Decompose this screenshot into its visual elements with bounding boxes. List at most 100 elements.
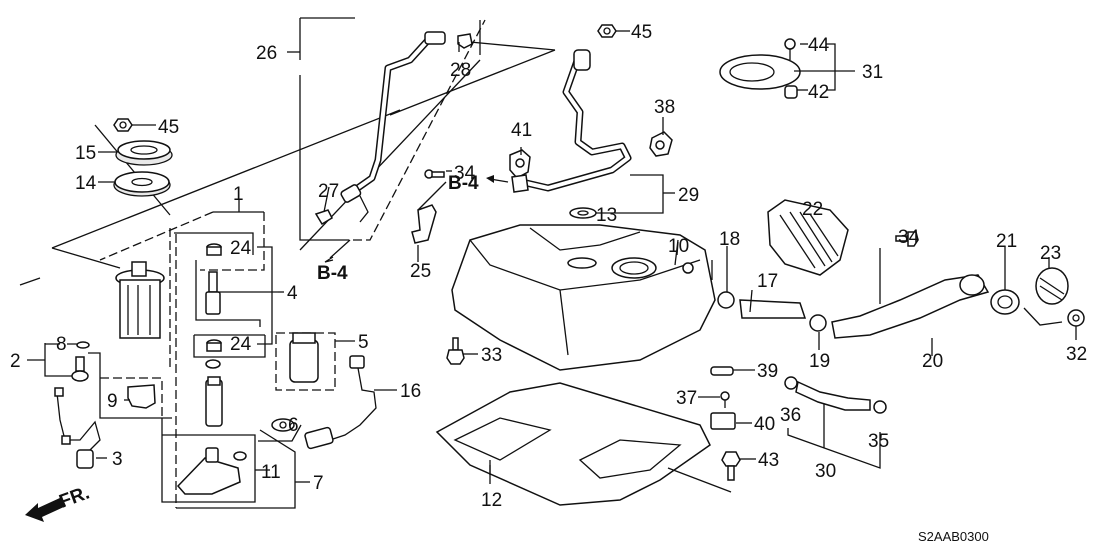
bolt-43 — [667, 451, 741, 493]
callout-16: 16 — [400, 381, 421, 402]
bolt-2 — [44, 343, 172, 419]
clamp-18 — [717, 291, 735, 309]
block-40 — [710, 412, 736, 430]
ref-b4-vent: B-4 — [448, 173, 479, 194]
callout-leaders — [27, 30, 1077, 484]
fuel-line-part — [340, 31, 446, 223]
callout-39: 39 — [757, 361, 778, 382]
callout-28: 28 — [450, 60, 471, 81]
bracket-9 — [100, 377, 163, 418]
breather-tube-30 — [784, 376, 887, 469]
bracket-25 — [411, 181, 447, 244]
gasket-21 — [990, 289, 1020, 315]
callout-labels: 26 28 45 44 31 42 45 15 14 38 41 34 27 1… — [10, 22, 1087, 544]
callout-25: 25 — [410, 261, 431, 282]
bolt-34-right — [895, 231, 919, 247]
callout-31: 31 — [862, 62, 883, 83]
seal-8 — [76, 341, 90, 349]
callout-17: 17 — [757, 271, 778, 292]
fuel-tank-10 — [451, 224, 716, 371]
callout-41: 41 — [511, 120, 532, 141]
callout-5: 5 — [358, 332, 369, 353]
clamp-41 — [509, 149, 531, 179]
callout-7: 7 — [313, 473, 324, 494]
fuel-pump-module — [115, 261, 165, 339]
callout-37: 37 — [676, 388, 697, 409]
callout-44: 44 — [808, 35, 830, 56]
screw-44 — [784, 38, 796, 60]
callout-12: 12 — [481, 490, 502, 511]
clip-38 — [649, 131, 673, 157]
callout-2: 2 — [10, 351, 21, 372]
callout-1: 1 — [233, 184, 244, 205]
callout-15: 15 — [75, 143, 96, 164]
pressure-regulator-5 — [275, 332, 355, 391]
nut-32 — [1067, 309, 1085, 327]
tank-guard-12 — [435, 382, 711, 506]
group-26-bracket — [299, 17, 486, 263]
callout-13: 13 — [596, 205, 617, 226]
callout-20: 20 — [922, 351, 943, 372]
callout-24-lower: 24 — [230, 334, 252, 355]
callout-4: 4 — [287, 283, 298, 304]
callout-45-left: 45 — [158, 117, 179, 138]
cushion-24-lower — [206, 339, 222, 352]
b4-arrow-1 — [486, 175, 509, 183]
callout-43: 43 — [758, 450, 779, 471]
callout-21: 21 — [996, 231, 1017, 252]
nut-45-top — [597, 24, 617, 38]
callout-6: 6 — [288, 415, 299, 436]
group-24-lines — [193, 246, 273, 358]
strainer-11 — [161, 418, 270, 503]
callout-9: 9 — [107, 391, 118, 412]
gasket-14 — [113, 171, 171, 197]
nut-45-left — [113, 118, 133, 132]
callout-33: 33 — [481, 345, 502, 366]
callout-26: 26 — [256, 43, 277, 64]
harness-3 — [54, 387, 101, 469]
ref-b4-line: B-4 — [317, 263, 348, 284]
callout-38: 38 — [654, 97, 675, 118]
callout-34-right: 34 — [898, 227, 920, 248]
filter-4 — [205, 271, 278, 315]
access-cover-31 — [719, 43, 855, 91]
callout-34-upper: 34 — [454, 163, 476, 184]
group-1-bracket — [99, 200, 265, 508]
clip-42 — [784, 85, 798, 99]
callout-11: 11 — [261, 462, 281, 483]
fuel-pump-motor — [205, 359, 223, 427]
clamp-19 — [809, 314, 827, 332]
callout-23: 23 — [1040, 243, 1061, 264]
canister-22 — [767, 199, 849, 276]
clip-39 — [710, 366, 734, 376]
clip-37 — [720, 391, 730, 408]
filler-pipe-20 — [831, 248, 990, 339]
callout-22: 22 — [802, 199, 823, 220]
callout-8: 8 — [56, 334, 67, 355]
front-label: FR. — [57, 482, 93, 512]
harness-16 — [304, 355, 377, 450]
clip-27 — [314, 209, 333, 226]
callout-35: 35 — [868, 431, 889, 452]
callout-45-top: 45 — [631, 22, 652, 43]
front-arrow-icon — [25, 497, 66, 522]
callout-32: 32 — [1066, 344, 1087, 365]
callout-29: 29 — [678, 185, 699, 206]
callout-19: 19 — [809, 351, 830, 372]
callout-30: 30 — [815, 461, 836, 482]
hose-17 — [739, 299, 807, 319]
cushion-24-upper — [206, 243, 222, 256]
callout-18: 18 — [719, 229, 740, 250]
bolt-34-upper — [424, 169, 445, 179]
clip-28 — [457, 33, 473, 49]
callout-42: 42 — [808, 82, 829, 103]
diagram-code: S2AAB0300 — [918, 529, 989, 544]
callout-14: 14 — [75, 173, 97, 194]
callout-40: 40 — [754, 414, 775, 435]
callout-3: 3 — [112, 449, 123, 470]
fuel-cap-23 — [1023, 267, 1069, 326]
washer-13 — [569, 207, 597, 219]
clip-6 — [271, 418, 295, 432]
vent-hose-29 — [511, 49, 632, 193]
